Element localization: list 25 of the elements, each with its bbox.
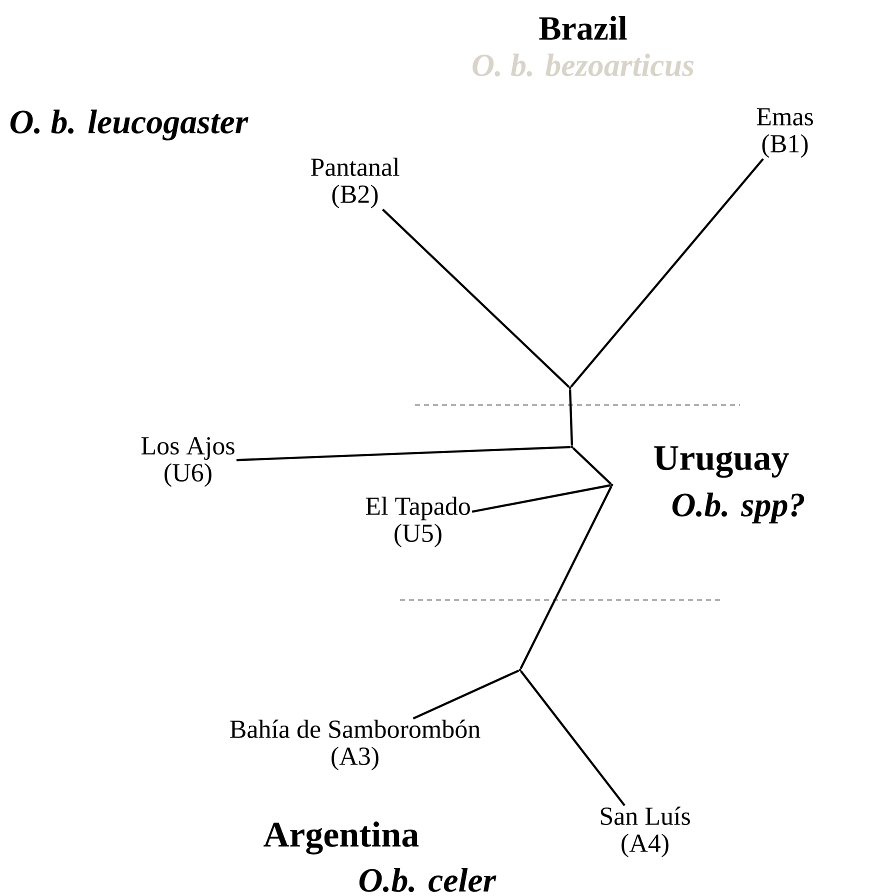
branch-point bbox=[518, 668, 522, 672]
region-label: Brazil bbox=[539, 16, 627, 40]
tree-branch bbox=[412, 670, 520, 720]
tree-branch bbox=[520, 670, 626, 806]
tree-branch bbox=[382, 208, 570, 388]
region-label: O.b. spp? bbox=[672, 492, 804, 524]
branch-point bbox=[568, 386, 572, 390]
branch-point bbox=[610, 484, 614, 486]
taxon-label: Bahía de Samborombón (A3) bbox=[230, 720, 480, 770]
taxon-label: El Tapado (U5) bbox=[366, 496, 470, 548]
tree-branch bbox=[572, 447, 612, 485]
region-label: O. b. leucogaster bbox=[10, 110, 248, 140]
taxon-label: San Luís (A4) bbox=[600, 806, 690, 858]
tree-branch bbox=[520, 486, 612, 670]
region-label: Uruguay bbox=[654, 446, 789, 478]
taxon-label: Emas (B1) bbox=[756, 108, 813, 158]
tree-branch bbox=[568, 389, 574, 446]
region-label: Argentina bbox=[264, 822, 419, 854]
taxon-label: Pantanal (B2) bbox=[311, 158, 400, 208]
branch-point bbox=[570, 446, 574, 448]
tree-branch bbox=[236, 446, 571, 462]
region-label: O.b. celer bbox=[359, 868, 496, 892]
tree-branch bbox=[570, 158, 764, 388]
taxon-label: Los Ajos (U6) bbox=[141, 437, 234, 487]
tree-branch bbox=[472, 484, 611, 513]
